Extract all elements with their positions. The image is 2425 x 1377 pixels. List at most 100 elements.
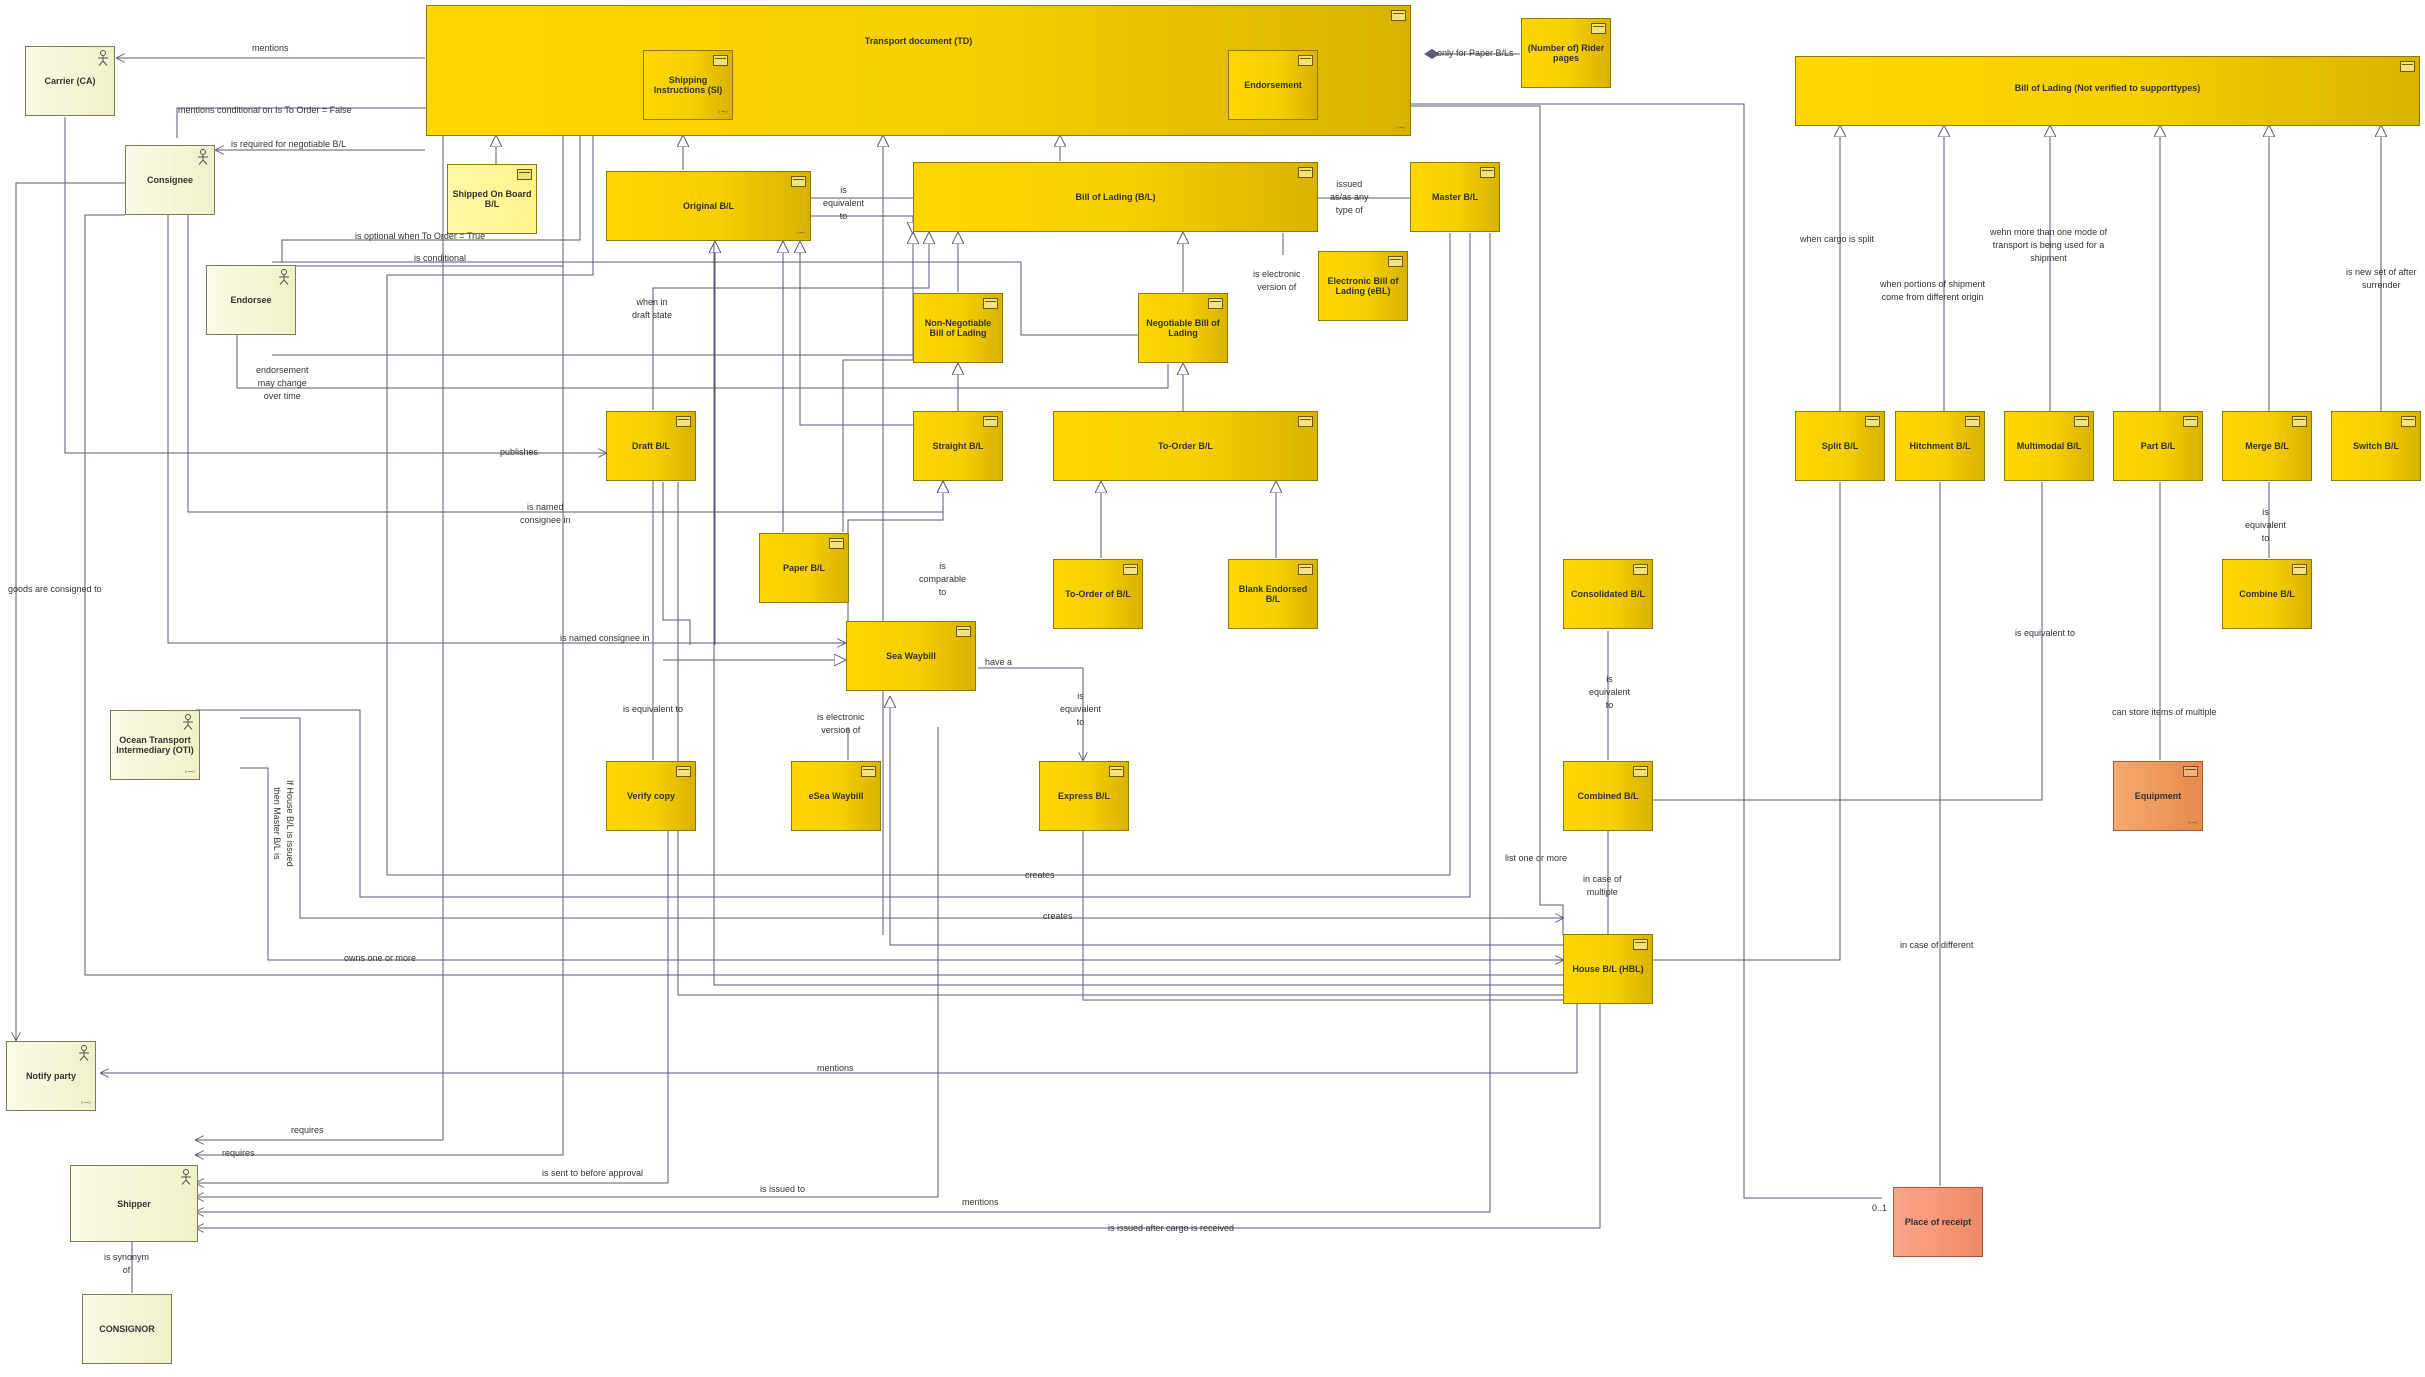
actor-icon [183, 714, 193, 730]
edge-label: is synonym of [104, 1252, 150, 1275]
artifact-icon [1633, 766, 1648, 777]
edge-label: is comparable to [919, 561, 967, 597]
node-blank-endorsed-bl[interactable]: Blank Endorsed B/L [1228, 559, 1318, 629]
node-shipped-on-board[interactable]: Shipped On Board B/L [447, 164, 537, 234]
node-label: Express B/L [1057, 791, 1111, 801]
node-carrier[interactable]: Carrier (CA) [25, 46, 115, 116]
node-electronic-bl[interactable]: Electronic Bill of Lading (eBL) [1318, 251, 1408, 321]
node-bl-not-verified[interactable]: Bill of Lading (Not verified to supportt… [1795, 56, 2420, 126]
edge-hbl-shipper [196, 1003, 1601, 1228]
node-label: Multimodal B/L [2016, 441, 2082, 451]
node-negotiable-bl[interactable]: Negotiable Bill of Lading [1138, 293, 1228, 363]
node-label: Hitchment B/L [1909, 441, 1971, 451]
artifact-icon [983, 416, 998, 427]
node-verify-copy[interactable]: Verify copy [606, 761, 696, 831]
edge-endorsee-creates [196, 233, 1471, 898]
edge-endorsee-neg [272, 261, 1138, 336]
node-label: Notify party [25, 1071, 76, 1081]
edge-verify-to-sea [652, 480, 845, 760]
edge-td-shipper [196, 136, 444, 1140]
edge-oti-owns [240, 767, 1563, 960]
node-label: Combined B/L [1577, 791, 1639, 801]
edge-hbl-notify [101, 1003, 1578, 1073]
node-sea-waybill[interactable]: Sea Waybill [846, 621, 976, 691]
node-draft-bl[interactable]: Draft B/L [606, 411, 696, 481]
node-merge-bl[interactable]: Merge B/L [2222, 411, 2312, 481]
node-master-bl[interactable]: Master B/L [1410, 162, 1500, 232]
edge-verify-shipper [196, 831, 669, 1183]
link-icon: ◦−◦ [2187, 818, 2198, 827]
node-label: Sea Waybill [886, 651, 936, 661]
node-label: Ocean Transport Intermediary (OTI) [116, 735, 194, 755]
edge-label: is equivalent to [1589, 674, 1631, 710]
node-rider-pages[interactable]: (Number of) Rider pages [1521, 18, 1611, 88]
edge-label: requires [291, 1125, 324, 1135]
artifact-icon [956, 626, 971, 637]
edge-label: is equivalent to [1060, 691, 1102, 727]
edge-draft-to-bl [652, 233, 929, 410]
edge-label: have a [985, 657, 1013, 667]
node-switch-bl[interactable]: Switch B/L [2331, 411, 2421, 481]
node-bill-of-lading[interactable]: Bill of Lading (B/L) [913, 162, 1318, 232]
node-esea-waybill[interactable]: eSea Waybill [791, 761, 881, 831]
actor-icon [98, 50, 108, 66]
node-oti[interactable]: Ocean Transport Intermediary (OTI)◦−◦ [110, 710, 200, 780]
edge-draft-to-original [662, 482, 691, 645]
edge-label: in case of different [1900, 940, 1974, 950]
node-shipping-instructions[interactable]: Shipping Instructions (SI) ◦−◦ [643, 50, 733, 120]
node-combine-bl[interactable]: Combine B/L [2222, 559, 2312, 629]
node-equipment[interactable]: Equipment◦−◦ [2113, 761, 2203, 831]
edge-label: is issued to [760, 1184, 806, 1194]
edge-endorsee-draft [236, 325, 1169, 389]
edge-straight-to-original [800, 242, 913, 426]
node-non-negotiable-bl[interactable]: Non-Negotiable Bill of Lading [913, 293, 1003, 363]
node-house-bl[interactable]: House B/L (HBL) [1563, 934, 1653, 1004]
edge-combined-multimodal [1653, 482, 2043, 801]
node-label: CONSIGNOR [99, 1324, 155, 1334]
node-label: eSea Waybill [808, 791, 864, 801]
node-consignee[interactable]: Consignee [125, 145, 215, 215]
artifact-icon [2074, 416, 2089, 427]
node-straight-bl[interactable]: Straight B/L [913, 411, 1003, 481]
node-label: Shipping Instructions (SI) [653, 75, 723, 95]
link-icon: ◦−◦ [795, 228, 806, 237]
edge-label: is equivalent to [2245, 507, 2287, 543]
edge-label: can store items of multiple [2112, 707, 2217, 717]
artifact-icon [517, 169, 532, 180]
artifact-icon [676, 416, 691, 427]
artifact-icon [1633, 939, 1648, 950]
edge-hbl-sea [890, 697, 1563, 946]
node-part-bl[interactable]: Part B/L [2113, 411, 2203, 481]
edge-label: wehn more than one mode of transport is … [1990, 227, 2108, 263]
node-to-order-of-bl[interactable]: To-Order of B/L [1053, 559, 1143, 629]
edge-label: mentions conditional on Is To Order = Fa… [178, 105, 352, 115]
edge-label: when in draft state [632, 297, 673, 320]
node-express-bl[interactable]: Express B/L [1039, 761, 1129, 831]
artifact-icon [1298, 55, 1313, 66]
node-original-bl[interactable]: Original B/L◦−◦ [606, 171, 811, 241]
artifact-icon [1298, 416, 1313, 427]
link-icon: ◦−◦ [717, 107, 728, 116]
node-consolidated-bl[interactable]: Consolidated B/L [1563, 559, 1653, 629]
edge-split-hbl [1653, 482, 1841, 961]
node-endorsee[interactable]: Endorsee [206, 265, 296, 335]
node-place-of-receipt[interactable]: Place of receipt [1893, 1187, 1983, 1257]
artifact-icon [1123, 564, 1138, 575]
node-consignor[interactable]: CONSIGNOR [82, 1294, 172, 1364]
edge-label: creates [1025, 870, 1055, 880]
node-to-order-bl[interactable]: To-Order B/L [1053, 411, 1318, 481]
node-multimodal-bl[interactable]: Multimodal B/L [2004, 411, 2094, 481]
edge-label: list one or more [1505, 853, 1568, 863]
node-label: Non-Negotiable Bill of Lading [924, 318, 992, 338]
edge-label: endorsement may change over time [256, 365, 309, 401]
edge-label: is named consignee in [520, 502, 571, 525]
node-shipper[interactable]: Shipper [70, 1165, 198, 1242]
node-hitchment-bl[interactable]: Hitchment B/L [1895, 411, 1985, 481]
node-split-bl[interactable]: Split B/L [1795, 411, 1885, 481]
node-endorsement[interactable]: Endorsement [1228, 50, 1318, 120]
node-paper-bl[interactable]: Paper B/L [759, 533, 849, 603]
node-combined-bl[interactable]: Combined B/L [1563, 761, 1653, 831]
node-notify-party[interactable]: Notify party◦−◦ [6, 1041, 96, 1111]
node-label: Consignee [146, 175, 193, 185]
artifact-icon [713, 55, 728, 66]
